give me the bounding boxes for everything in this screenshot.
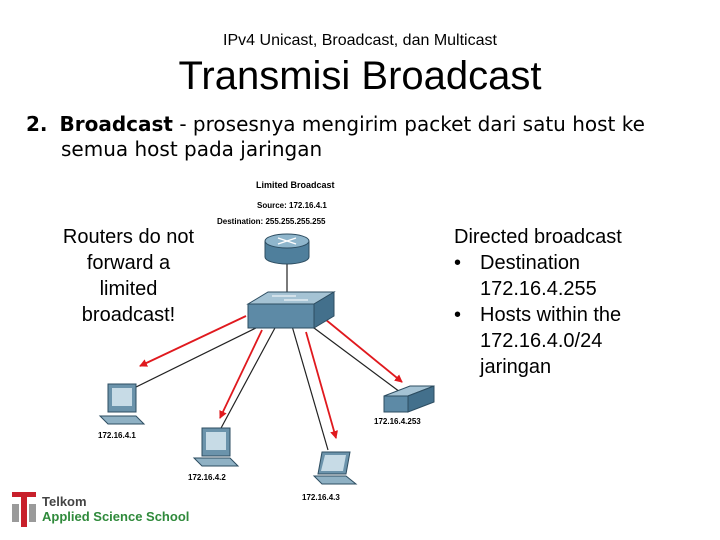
arrow-to-host-2 <box>219 329 263 419</box>
right-note: Directed broadcast • Destination 172.16.… <box>454 224 704 380</box>
telkom-logo-icon <box>12 492 36 527</box>
point-text-line2: semua host pada jaringan <box>61 137 323 161</box>
slide-title: Transmisi Broadcast <box>178 54 542 98</box>
logo-subtitle: Applied Science School <box>42 509 190 524</box>
diagram-destination-label: Destination: 255.255.255.255 <box>217 217 326 226</box>
pc-icon <box>98 383 146 425</box>
arrow-to-host-3 <box>305 331 338 439</box>
bullet-dot-icon: • <box>454 304 462 326</box>
bullet-line: 172.16.4.0/24 <box>480 330 603 352</box>
left-note: Routers do not forward a limited broadca… <box>36 224 221 328</box>
diagram-source-label: Source: 172.16.4.1 <box>257 201 327 210</box>
point-number: 2. <box>26 112 48 136</box>
point-rest: - prosesnya mengirim packet dari satu ho… <box>173 112 645 136</box>
pc-icon <box>192 427 240 467</box>
arrow-to-host-4 <box>319 314 403 383</box>
point-keyword: Broadcast <box>59 112 173 136</box>
bullet-dot-icon: • <box>454 252 462 274</box>
diagram-box-title: Limited Broadcast <box>256 180 335 190</box>
host-label: 172.16.4.1 <box>98 431 136 440</box>
printer-icon <box>383 385 435 413</box>
bullet-item: • Hosts within the 172.16.4.0/24 jaringa… <box>454 302 704 380</box>
left-note-line: limited <box>99 278 158 300</box>
bullet-line: Hosts within the <box>480 304 622 326</box>
right-note-title: Directed broadcast <box>454 226 622 248</box>
link-host-3 <box>291 325 329 451</box>
network-links <box>129 260 401 451</box>
point-text-line1: 2. Broadcast - prosesnya mengirim packet … <box>26 112 645 136</box>
broadcast-arrows <box>139 314 403 439</box>
host-label: 172.16.4.3 <box>302 493 340 502</box>
link-host-4 <box>305 321 401 393</box>
link-host-2 <box>219 325 277 431</box>
slide-subtitle: IPv4 Unicast, Broadcast, dan Multicast <box>223 32 497 49</box>
bullet-item: • Destination 172.16.4.255 <box>454 250 704 302</box>
left-note-line: forward a <box>86 252 171 274</box>
host-label: 172.16.4.253 <box>374 417 421 426</box>
router-icon <box>264 233 310 265</box>
left-note-line: Routers do not <box>62 226 195 248</box>
bullet-line: jaringan <box>480 356 552 378</box>
left-note-line: broadcast! <box>81 304 176 326</box>
link-host-1 <box>129 321 269 391</box>
host-label: 172.16.4.2 <box>188 473 226 482</box>
bullet-line: Destination <box>480 252 581 274</box>
bullet-line: 172.16.4.255 <box>480 278 597 300</box>
switch-icon <box>246 291 336 329</box>
arrow-to-host-1 <box>139 315 247 367</box>
laptop-icon <box>312 451 358 485</box>
logo-title: Telkom <box>42 494 87 509</box>
